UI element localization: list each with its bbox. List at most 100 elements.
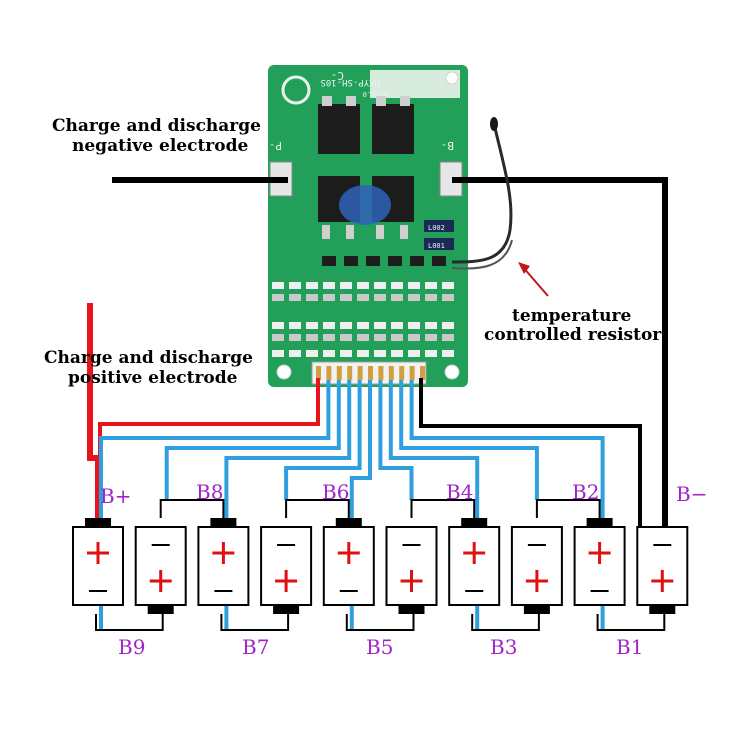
series-link	[410, 499, 476, 527]
negative-main-wire	[112, 177, 668, 528]
battery-cell	[510, 526, 563, 614]
tap-label-b8: B8	[196, 480, 223, 504]
smd-component	[357, 282, 369, 289]
mount-hole	[445, 71, 459, 85]
plus-sign	[651, 570, 674, 592]
smd-component	[425, 294, 437, 301]
connector-pin	[347, 366, 353, 380]
plus-sign	[525, 570, 548, 592]
plus-sign	[337, 542, 360, 564]
smd-component	[425, 322, 437, 329]
plus-sign	[87, 542, 109, 564]
connector-pin	[420, 366, 425, 380]
bms-board: HXYP-SH-10S REV1.0 C- P- B- L002	[268, 65, 468, 387]
battery-cell	[448, 518, 501, 606]
tap-label-b4: B4	[446, 480, 473, 504]
plus-sign	[212, 542, 235, 564]
thermistor	[451, 117, 549, 297]
smd-component	[408, 282, 420, 289]
smd-component	[323, 350, 335, 357]
smd-component	[272, 294, 284, 301]
smd-component	[408, 334, 420, 341]
tap-label-b-minus: B−	[676, 482, 707, 506]
balance-negative-wire	[419, 378, 642, 528]
battery-cell	[260, 526, 313, 614]
battery-cell	[134, 526, 187, 614]
connector-pin	[399, 366, 405, 380]
smd-component	[306, 350, 318, 357]
connector-pin	[409, 366, 415, 380]
connector-pin	[357, 366, 363, 380]
pad-p-label: P-	[269, 139, 282, 152]
terminal-cap	[461, 518, 488, 527]
series-link	[159, 499, 225, 527]
plus-sign	[400, 570, 423, 592]
smd-component	[442, 282, 454, 289]
tap-label-b-plus: B+	[100, 484, 131, 508]
smd-component	[388, 256, 402, 266]
balance-wire	[378, 380, 414, 500]
terminal-cap	[210, 518, 237, 527]
smd-component	[442, 350, 454, 357]
terminal-cap	[649, 605, 676, 614]
tap-label-b9: B9	[118, 635, 145, 659]
smd-component	[340, 322, 352, 329]
smd-component	[408, 322, 420, 329]
battery-pack	[72, 518, 689, 614]
smd-component	[408, 350, 420, 357]
terminal-cap	[586, 518, 613, 527]
tap-label-b1: B1	[616, 635, 643, 659]
terminal-cap	[85, 518, 111, 527]
series-link	[95, 605, 164, 631]
connector-pin	[316, 366, 321, 380]
terminal-cap	[147, 605, 174, 614]
positive-electrode-label-line2: positive electrode	[68, 368, 238, 388]
negative-electrode-label-line1: Charge and discharge	[52, 116, 261, 136]
smd-component	[272, 322, 284, 329]
smd-component	[374, 334, 386, 341]
chip2-label: L001	[428, 242, 445, 250]
positive-main-wire	[87, 303, 101, 525]
series-link	[535, 499, 601, 527]
smd-component	[442, 294, 454, 301]
smd-component	[272, 282, 284, 289]
smd-component	[374, 282, 386, 289]
cell-series-links-top	[159, 499, 601, 527]
balance-wire	[284, 380, 362, 500]
plus-sign	[463, 542, 486, 564]
smd-component	[306, 282, 318, 289]
smd-component	[306, 294, 318, 301]
b-minus-wire	[452, 177, 668, 528]
balance-wire	[164, 380, 341, 500]
smd-component	[357, 334, 369, 341]
series-link	[220, 605, 290, 631]
smd-component	[374, 322, 386, 329]
thermistor-bulb	[490, 117, 498, 131]
plus-sign	[149, 570, 172, 592]
plus-sign	[275, 570, 298, 592]
terminal-cap	[273, 605, 300, 614]
board-revision: REV1.0	[363, 90, 388, 98]
connector-pin	[378, 366, 384, 380]
smd-component	[323, 334, 335, 341]
tap-label-b6: B6	[322, 480, 349, 504]
smd-component	[340, 294, 352, 301]
smd-component	[340, 350, 352, 357]
smd-component	[306, 322, 318, 329]
smd-component	[366, 256, 380, 266]
smd-component	[289, 350, 301, 357]
connector-pin	[388, 366, 394, 380]
board-model: HXYP-SH-10S	[320, 77, 380, 87]
smd-component	[425, 334, 437, 341]
tap-label-b2: B2	[572, 480, 599, 504]
tap-label-b7: B7	[242, 635, 269, 659]
plus-sign	[588, 542, 611, 564]
smd-component	[289, 294, 301, 301]
series-link	[596, 605, 666, 631]
smd-component	[323, 294, 335, 301]
smd-component	[340, 282, 352, 289]
mosfet-group	[318, 96, 414, 239]
thermistor-label-line2: controlled resistor	[484, 325, 662, 345]
battery-cell	[197, 518, 250, 606]
